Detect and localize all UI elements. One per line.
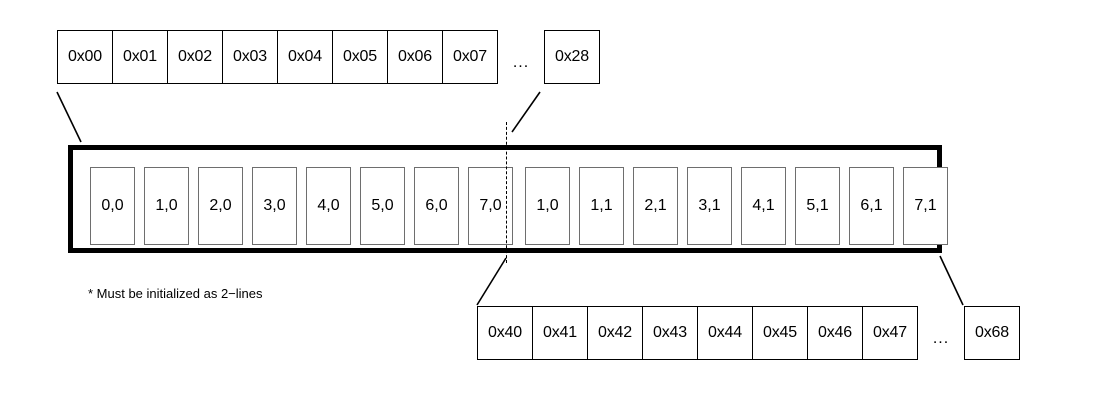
bottom-address-cell: 0x43 (642, 306, 698, 360)
bottom-address-cell-last: 0x68 (964, 306, 1020, 360)
buffer-slot: 6,1 (849, 167, 894, 245)
bottom-address-cell: 0x45 (752, 306, 808, 360)
buffer-slot: 3,0 (252, 167, 297, 245)
bottom-address-row: 0x40 0x41 0x42 0x43 0x44 0x45 0x46 0x47 … (477, 306, 1020, 360)
top-address-cell-last: 0x28 (544, 30, 600, 84)
bottom-address-cell: 0x41 (532, 306, 588, 360)
buffer-slot: 7,0 (468, 167, 513, 245)
buffer-slot: 1,0 (525, 167, 570, 245)
bottom-address-cell: 0x46 (807, 306, 863, 360)
line-buffer-box: 0,0 1,0 2,0 3,0 4,0 5,0 6,0 7,0 1,0 1,1 … (68, 145, 948, 253)
line-split-dashed-marker (506, 122, 507, 263)
top-address-cell: 0x07 (442, 30, 498, 84)
buffer-slot: 1,1 (579, 167, 624, 245)
top-address-cell: 0x03 (222, 30, 278, 84)
bottom-address-cell: 0x42 (587, 306, 643, 360)
buffer-slot: 2,1 (633, 167, 678, 245)
buffer-slot: 1,0 (144, 167, 189, 245)
buffer-slot: 0,0 (90, 167, 135, 245)
connector-top-right (511, 91, 541, 133)
bottom-address-cell: 0x47 (862, 306, 918, 360)
buffer-slot: 4,0 (306, 167, 351, 245)
buffer-slot: 4,1 (741, 167, 786, 245)
top-address-row: 0x00 0x01 0x02 0x03 0x04 0x05 0x06 0x07 … (57, 30, 600, 84)
buffer-slot: 3,1 (687, 167, 732, 245)
bottom-address-cell: 0x40 (477, 306, 533, 360)
buffer-slot: 5,0 (360, 167, 405, 245)
initialization-note: * Must be initialized as 2−lines (88, 286, 263, 301)
buffer-slot: 6,0 (414, 167, 459, 245)
connector-top-left (56, 91, 82, 143)
line-buffer-slots: 0,0 1,0 2,0 3,0 4,0 5,0 6,0 7,0 1,0 1,1 … (90, 167, 957, 245)
bottom-row-ellipsis: ... (932, 330, 950, 347)
top-row-ellipsis: ... (512, 54, 530, 71)
buffer-slot: 2,0 (198, 167, 243, 245)
connector-bottom-right (939, 255, 964, 306)
top-address-cell: 0x06 (387, 30, 443, 84)
buffer-slot: 5,1 (795, 167, 840, 245)
connector-bottom-left (476, 257, 507, 306)
top-address-cell: 0x00 (57, 30, 113, 84)
top-address-cell: 0x04 (277, 30, 333, 84)
top-address-cell: 0x02 (167, 30, 223, 84)
bottom-address-cell: 0x44 (697, 306, 753, 360)
top-address-cell: 0x01 (112, 30, 168, 84)
buffer-slot: 7,1 (903, 167, 948, 245)
top-address-cell: 0x05 (332, 30, 388, 84)
